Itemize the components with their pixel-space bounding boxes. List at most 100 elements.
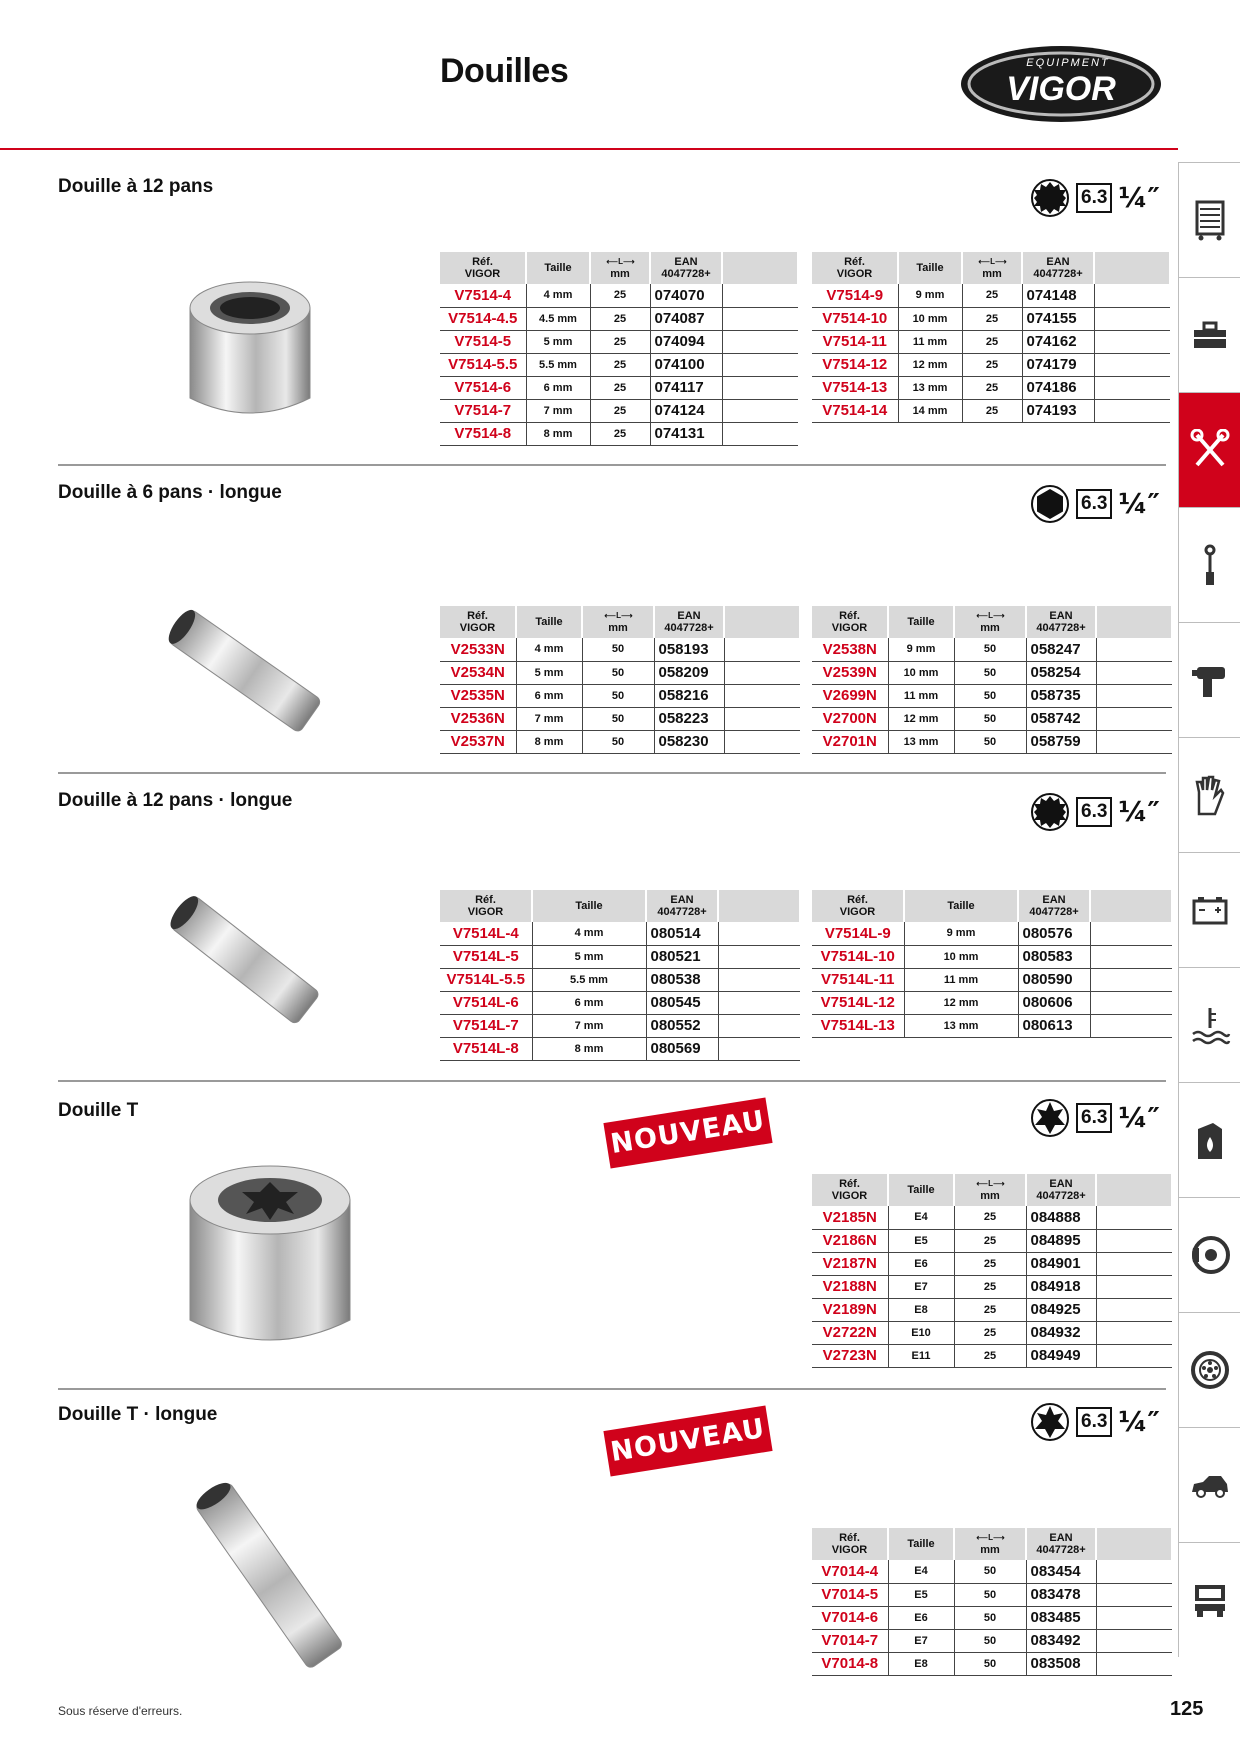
empty-cell — [724, 661, 800, 685]
length-cell: 50 — [582, 707, 655, 731]
length-cell: 25 — [954, 1206, 1027, 1230]
empty-cell — [1096, 1652, 1172, 1676]
sidebar-item-battery[interactable] — [1178, 852, 1240, 967]
size-cell: 7 mm — [516, 707, 583, 731]
spec-12-pans-longue: 6.3 ¼″ — [1030, 792, 1160, 832]
length-cell: 50 — [954, 1560, 1027, 1584]
socket-6-pans-longue-image — [168, 609, 321, 732]
col-length: ⟵ L ⟶mm — [954, 1174, 1027, 1206]
col-ref: Réf.VIGOR — [440, 252, 527, 284]
header-rule — [0, 148, 1178, 150]
e-torx-icon — [1031, 1099, 1069, 1137]
spec-6-pans-longue: 6.3 ¼″ — [1030, 484, 1160, 524]
ean-cell: 058223 — [654, 707, 725, 731]
length-cell: 25 — [590, 422, 651, 446]
ean-cell: 074131 — [650, 422, 723, 446]
section-rule — [58, 464, 1166, 466]
empty-cell — [722, 284, 798, 308]
ean-cell: 058216 — [654, 684, 725, 708]
size-cell: E7 — [888, 1275, 955, 1299]
ref-code: V7014-6 — [812, 1606, 889, 1630]
empty-cell — [1096, 661, 1172, 685]
ean-cell: 058247 — [1026, 638, 1097, 662]
col-length: ⟵ L ⟶mm — [954, 1528, 1027, 1560]
size-cell: E8 — [888, 1652, 955, 1676]
length-cell: 50 — [954, 707, 1027, 731]
tool-cabinet-icon — [1195, 200, 1224, 241]
ref-code: V7514-5 — [440, 330, 527, 354]
spec-12-pans: 6.3 ¼″ — [1030, 178, 1160, 218]
empty-cell — [722, 330, 798, 354]
length-cell: 50 — [954, 638, 1027, 662]
length-cell: 50 — [954, 730, 1027, 754]
sidebar-item-torque-wrench[interactable] — [1178, 507, 1240, 622]
sidebar-item-toolbox[interactable] — [1178, 277, 1240, 392]
ean-cell: 058230 — [654, 730, 725, 754]
wrench-screwdriver-icon — [1190, 429, 1229, 467]
length-cell: 25 — [954, 1298, 1027, 1322]
ref-code: V7514L-4 — [440, 922, 533, 946]
sidebar-item-hand-tools[interactable] — [1178, 392, 1240, 507]
ean-cell: 083492 — [1026, 1629, 1097, 1653]
ean-cell: 074155 — [1022, 307, 1095, 331]
col-ref: Réf.VIGOR — [812, 890, 905, 922]
sidebar-item-air-tools[interactable] — [1178, 622, 1240, 737]
ean-cell: 058759 — [1026, 730, 1097, 754]
ref-code: V7014-4 — [812, 1560, 889, 1584]
ref-code: V7514-5.5 — [440, 353, 527, 377]
col-taille: Taille — [898, 252, 963, 284]
sidebar-item-oil[interactable] — [1178, 1082, 1240, 1197]
empty-cell — [718, 968, 800, 992]
size-cell: 4 mm — [526, 284, 591, 308]
spec-drive: ¼″ — [1118, 1101, 1160, 1134]
ref-code: V7514-13 — [812, 376, 899, 400]
torque-wrench-icon — [1204, 544, 1215, 585]
sidebar-item-trucks[interactable] — [1178, 1542, 1240, 1657]
empty-cell — [1094, 353, 1170, 377]
length-cell: 50 — [582, 638, 655, 662]
coolant-icon — [1191, 1008, 1230, 1045]
length-cell: 25 — [954, 1321, 1027, 1345]
size-cell: E8 — [888, 1298, 955, 1322]
length-cell: 25 — [962, 353, 1023, 377]
size-cell: 6 mm — [526, 376, 591, 400]
sidebar-item-body[interactable] — [1178, 1427, 1240, 1542]
sidebar-item-wheels[interactable] — [1178, 1312, 1240, 1427]
ean-cell: 084895 — [1026, 1229, 1097, 1253]
length-cell: 50 — [582, 661, 655, 685]
ref-code: V7014-8 — [812, 1652, 889, 1676]
size-cell: 4 mm — [532, 922, 647, 946]
sidebar-item-coolant[interactable] — [1178, 967, 1240, 1082]
ref-code: V7514L-8 — [440, 1037, 533, 1061]
sidebar-item-brakes[interactable] — [1178, 1197, 1240, 1312]
section-rule — [58, 1388, 1166, 1390]
size-cell: 6 mm — [532, 991, 647, 1015]
size-cell: 13 mm — [888, 730, 955, 754]
sidebar-item-gloves[interactable] — [1178, 737, 1240, 852]
empty-cell — [724, 638, 800, 662]
car-body-icon — [1191, 1476, 1228, 1498]
sidebar-item-tool-cabinet[interactable] — [1178, 162, 1240, 277]
ref-code: V7514-4.5 — [440, 307, 527, 331]
length-cell: 25 — [962, 284, 1023, 308]
section-title-6-pans-longue: Douille à 6 pans · longue — [58, 482, 282, 503]
empty-cell — [1096, 730, 1172, 754]
spec-drive: ¼″ — [1118, 795, 1160, 828]
ref-code: V2189N — [812, 1298, 889, 1322]
